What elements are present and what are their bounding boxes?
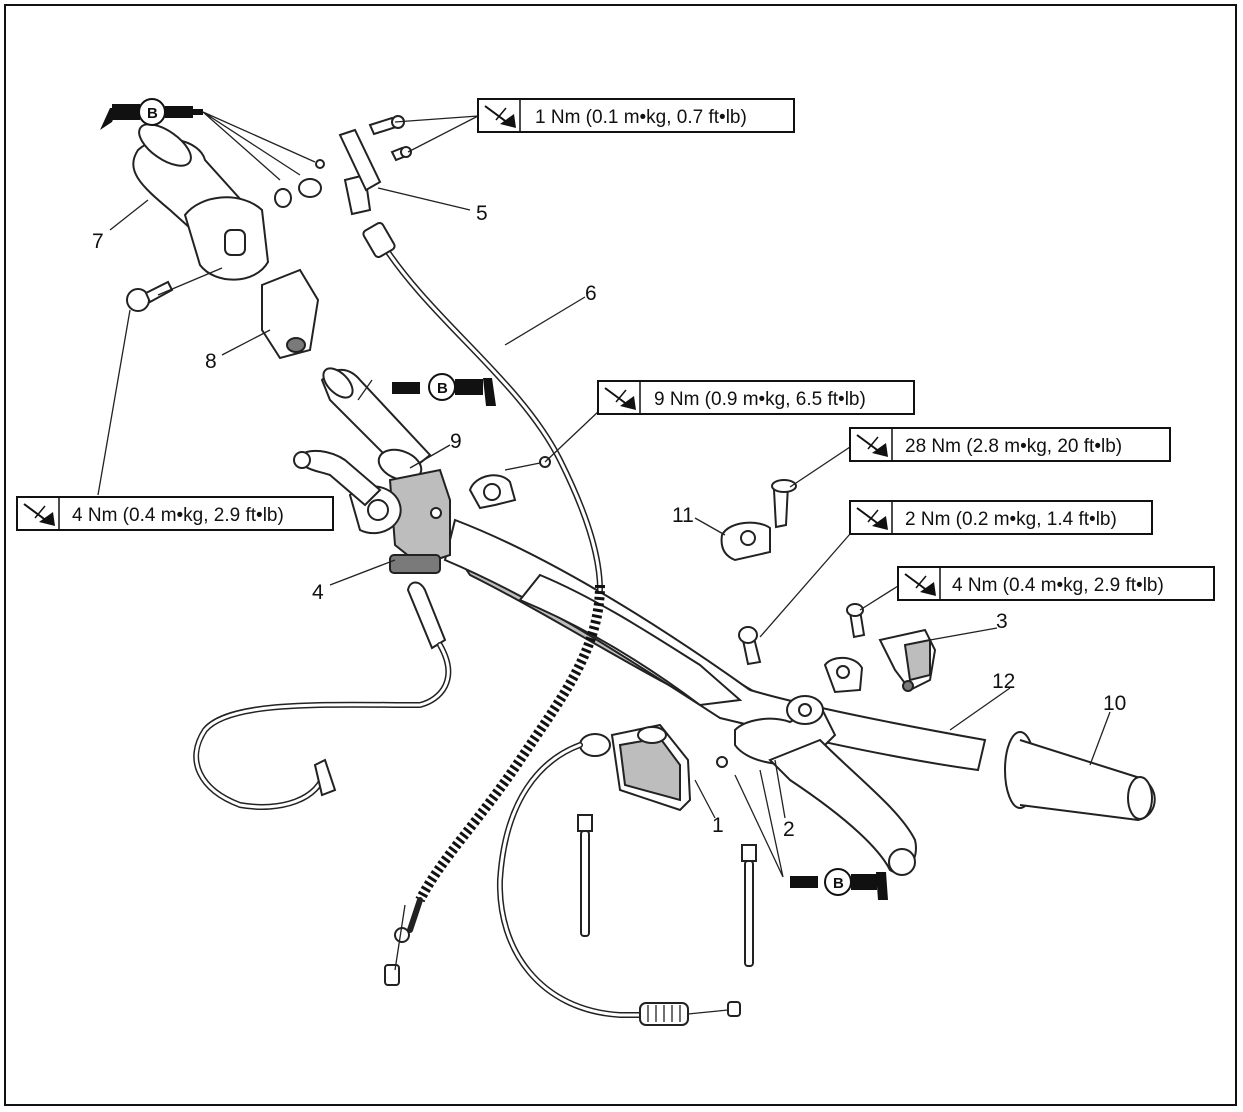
torque-spec-label: 2 Nm (0.2 m•kg, 1.4 ft•lb) [905,509,1117,530]
part-label-6: 6 [585,282,597,305]
torque-spec-4nm-right: 4 Nm (0.4 m•kg, 2.9 ft•lb) [897,566,1215,601]
part-label-3: 3 [996,610,1008,633]
torque-spec-label: 28 Nm (2.8 m•kg, 20 ft•lb) [905,436,1122,457]
cable-tie-right [741,844,757,967]
torque-wrench-icon [484,105,516,128]
torque-wrench-icon [856,434,888,457]
hot-start-lever [579,723,728,812]
cable-tie-left [577,814,593,937]
torque-spec-label: 9 Nm (0.9 m•kg, 6.5 ft•lb) [654,389,866,410]
cover-screws [368,115,412,162]
throttle-housing-cap [261,268,320,360]
torque-spec-label: 4 Nm (0.4 m•kg, 2.9 ft•lb) [72,505,284,526]
right-grip [1004,731,1156,822]
lubricant-badge-1: B [147,105,158,122]
torque-spec-28nm: 28 Nm (2.8 m•kg, 20 ft•lb) [849,427,1171,462]
torque-spec-9nm: 9 Nm (0.9 m•kg, 6.5 ft•lb) [597,380,915,415]
torque-spec-2nm: 2 Nm (0.2 m•kg, 1.4 ft•lb) [849,500,1153,535]
upper-bracket [720,479,797,562]
brake-lever [293,449,382,507]
torque-spec-1nm: 1 Nm (0.1 m•kg, 0.7 ft•lb) [477,98,795,133]
throttle-housing-bolt [126,280,174,312]
part-label-7: 7 [92,230,104,253]
engine-stop-switch [878,628,937,692]
throttle-cable [343,173,605,986]
grease-gun-icon: B [100,98,203,130]
hot-start-cable [496,742,741,1026]
torque-wrench-icon [23,503,55,526]
holder-clamp [468,456,551,510]
part-label-10: 10 [1103,692,1126,715]
torque-wrench-icon [604,387,636,410]
brake-hose [193,581,452,810]
part-label-2: 2 [783,818,795,841]
brake-master-cylinder [348,468,451,574]
clutch-holder-bolt [738,603,866,694]
part-label-12: 12 [992,670,1015,693]
leader-lines [97,111,1111,878]
torque-spec-label: 1 Nm (0.1 m•kg, 0.7 ft•lb) [535,107,747,128]
torque-wrench-icon [856,507,888,530]
left-grip-bar [320,367,432,482]
lubricant-badge-2: B [437,380,448,397]
cable-cover [338,128,382,192]
part-label-4: 4 [312,581,324,604]
part-label-11: 11 [672,504,694,527]
clutch-lever [768,738,917,876]
part-label-1: 1 [712,814,724,837]
torque-spec-label: 4 Nm (0.4 m•kg, 2.9 ft•lb) [952,575,1164,596]
throttle-washers [274,159,325,208]
torque-wrench-icon [904,573,936,596]
throttle-grip [132,123,270,281]
torque-spec-4nm-left: 4 Nm (0.4 m•kg, 2.9 ft•lb) [16,496,334,531]
grease-gun-icon: B [392,373,496,406]
part-label-8: 8 [205,350,217,373]
lubricant-badge-3: B [833,875,844,892]
part-label-9: 9 [450,430,462,453]
part-label-5: 5 [476,202,488,225]
grease-gun-icon: B [790,868,888,900]
